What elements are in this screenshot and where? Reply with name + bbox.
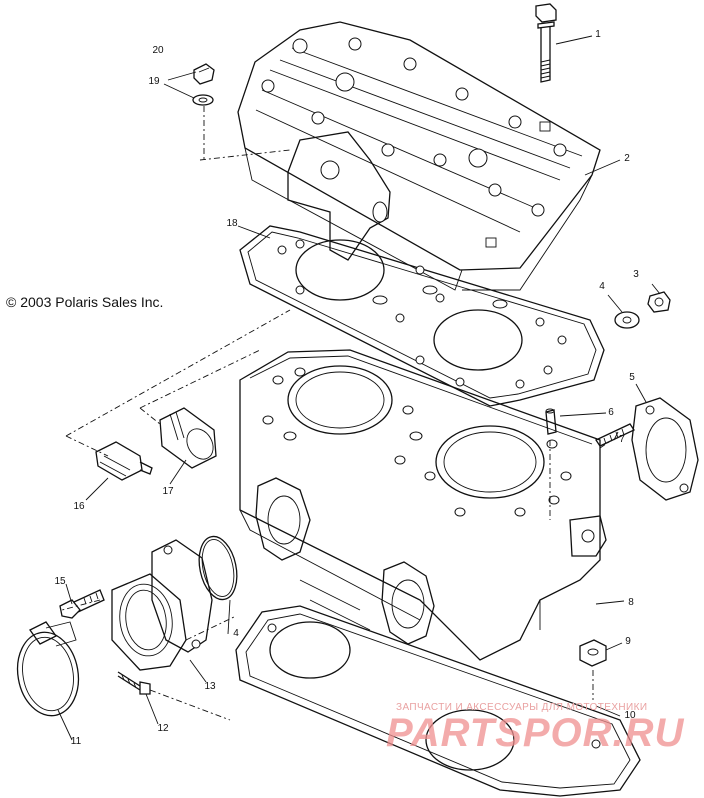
intake-adapter-part-13 — [111, 539, 213, 671]
callout-20: 20 — [152, 45, 164, 56]
bolt-part-1 — [535, 3, 557, 83]
base-gasket-part-10 — [235, 605, 641, 797]
callout-1: 1 — [595, 29, 601, 40]
callout-12: 12 — [157, 723, 169, 734]
watermark: ЗАПЧАСТИ И АКСЕССУАРЫ ДЛЯ МОТОТЕХНИКИ PA… — [386, 702, 696, 756]
washer-part-19 — [192, 94, 214, 106]
callout-11: 11 — [70, 736, 82, 747]
callout-4: 4 — [599, 281, 605, 292]
callout-3: 3 — [633, 269, 639, 280]
callout-18: 18 — [226, 218, 238, 229]
callout-19: 19 — [148, 76, 160, 87]
callout-5: 5 — [629, 372, 635, 383]
washer-part-4 — [614, 311, 640, 329]
o-ring-part-4 — [198, 535, 238, 601]
callout-13: 13 — [204, 681, 216, 692]
callout-10: 10 — [624, 710, 636, 721]
fitting-part-15 — [59, 589, 105, 619]
head-cover-part-2 — [237, 21, 601, 291]
nut-part-9 — [579, 639, 607, 667]
stud-part-7 — [595, 423, 635, 447]
sensor-part-16 — [95, 441, 153, 481]
head-gasket-part-18 — [239, 225, 605, 407]
exhaust-gasket-part-5 — [631, 397, 699, 501]
assembly-lines — [61, 106, 613, 721]
callout-4-intake: 4 — [233, 628, 239, 639]
cylinder-part-8 — [239, 349, 607, 661]
copyright-notice: © 2003 Polaris Sales Inc. — [6, 294, 164, 310]
callout-leaders — [57, 35, 661, 741]
callout-9: 9 — [625, 636, 631, 647]
callout-2: 2 — [624, 153, 630, 164]
callout-15: 15 — [54, 576, 66, 587]
watermark-tagline: ЗАПЧАСТИ И АКСЕССУАРЫ ДЛЯ МОТОТЕХНИКИ — [396, 702, 648, 713]
screw-part-12 — [117, 671, 151, 695]
callout-17: 17 — [162, 486, 174, 497]
screw-part-20 — [193, 63, 215, 85]
callout-6: 6 — [608, 407, 614, 418]
watermark-brand: PARTSPOR.RU — [386, 711, 685, 755]
clamp-part-11 — [16, 621, 80, 717]
callout-16: 16 — [73, 501, 85, 512]
fitting-part-3 — [647, 291, 671, 313]
callout-7: 7 — [619, 434, 625, 445]
thermostat-part-17 — [159, 407, 217, 469]
callout-8: 8 — [628, 597, 634, 608]
pin-part-6 — [545, 408, 557, 435]
